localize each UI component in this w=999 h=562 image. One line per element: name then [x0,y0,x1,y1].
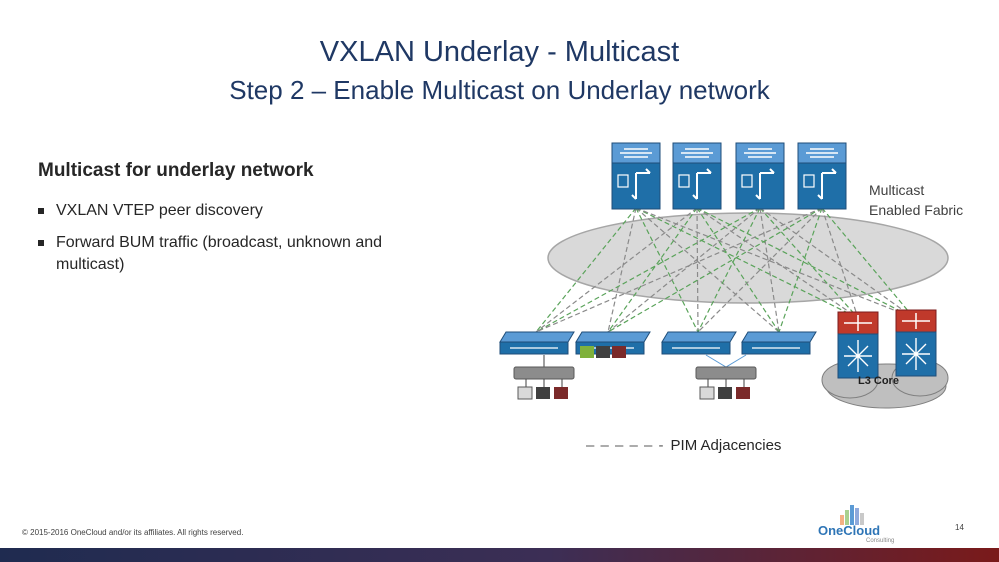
onecloud-logo-icon [840,505,864,525]
bullet-text: VXLAN VTEP peer discovery [56,202,263,219]
bullet-item: VXLAN VTEP peer discovery [38,200,438,222]
legend: – – – – – - PIM Adjacencies [586,437,781,454]
slide-title: VXLAN Underlay - Multicast [319,36,680,68]
spine-switch [797,142,847,210]
fabric-label-line: Multicast [869,182,925,198]
leaf-switch [661,331,737,355]
leaf-switch [741,331,817,355]
pim-links [535,207,915,333]
leaf-switch [499,331,575,355]
copyright: © 2015-2016 OneCloud and/or its affiliat… [22,528,244,537]
square-bullet-icon [38,240,44,246]
spine-switch [672,142,722,210]
server-group [695,354,757,400]
core-label: L3 Core [858,375,899,387]
logo-subtext: Consulting [866,538,895,544]
footer-bar [0,548,999,562]
legend-label: PIM Adjacencies [670,437,782,454]
dashed-line-icon: – – – – – - [586,437,665,454]
spine-switch [611,142,661,210]
bullet-text: Forward BUM traffic (broadcast, unknown … [56,234,383,273]
square-bullet-icon [38,208,44,214]
slide-subtitle: Step 2 – Enable Multicast on Underlay ne… [229,75,770,105]
vm-icons [580,346,626,358]
core-switch [837,311,879,379]
core-switch [895,309,937,377]
logo-text: OneCloud [818,523,881,538]
section-heading: Multicast for underlay network [38,160,314,181]
server-group [513,355,575,400]
fabric-label-line: Enabled Fabric [869,202,964,218]
bullet-item: Forward BUM traffic (broadcast, unknown … [38,232,438,276]
fabric-label: Multicast Enabled Fabric [869,180,963,220]
fabric-ellipse [547,212,949,304]
spine-switch [735,142,785,210]
bullet-list: VXLAN VTEP peer discovery Forward BUM tr… [38,200,438,286]
page-number: 14 [955,523,964,532]
